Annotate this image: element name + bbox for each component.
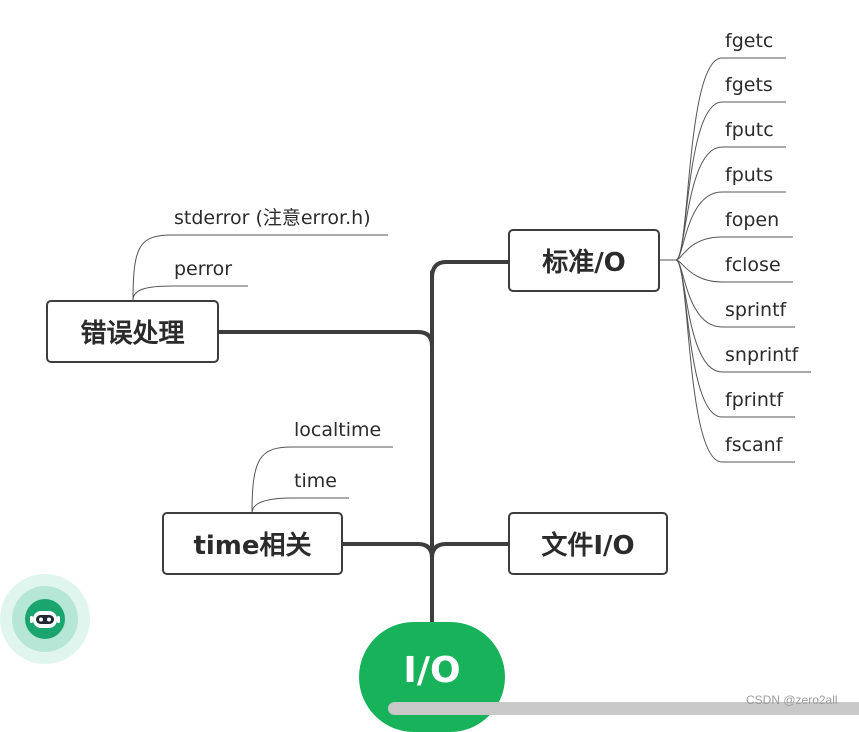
- assistant-button[interactable]: [0, 574, 90, 664]
- leaf-fprintf[interactable]: fprintf: [725, 389, 784, 411]
- leaf-localtime[interactable]: localtime: [294, 419, 382, 441]
- leaf-sprintf[interactable]: sprintf: [725, 299, 787, 321]
- connector-lines: [132, 57, 811, 627]
- standard-io-label: 标准/O: [542, 248, 626, 278]
- leaf-fgets[interactable]: fgets: [725, 74, 773, 96]
- root-topic[interactable]: I/O: [359, 622, 505, 732]
- robot-assistant-icon: [30, 611, 60, 628]
- leaf-fopen[interactable]: fopen: [725, 209, 780, 231]
- time-related-node[interactable]: time相关: [162, 512, 343, 575]
- root-label: I/O: [403, 650, 461, 691]
- standard-io-node[interactable]: 标准/O: [508, 229, 660, 292]
- horizontal-scrollbar[interactable]: [388, 702, 859, 715]
- watermark-text: CSDN @zero2all: [746, 693, 838, 707]
- leaf-time[interactable]: time: [294, 470, 337, 492]
- error-handling-node[interactable]: 错误处理: [46, 300, 219, 363]
- leaf-fputc[interactable]: fputc: [725, 119, 774, 141]
- file-io-node[interactable]: 文件I/O: [508, 512, 668, 575]
- leaf-fscanf[interactable]: fscanf: [725, 434, 783, 456]
- leaf-fgetc[interactable]: fgetc: [725, 30, 774, 52]
- leaf-stderror[interactable]: stderror (注意error.h): [174, 207, 371, 229]
- time-related-label: time相关: [193, 531, 312, 561]
- error-handling-label: 错误处理: [80, 319, 185, 349]
- leaf-snprintf[interactable]: snprintf: [725, 344, 799, 366]
- file-io-label: 文件I/O: [541, 531, 635, 561]
- leaf-fclose[interactable]: fclose: [725, 254, 781, 276]
- leaf-perror[interactable]: perror: [174, 258, 233, 280]
- leaf-fputs[interactable]: fputs: [725, 164, 774, 186]
